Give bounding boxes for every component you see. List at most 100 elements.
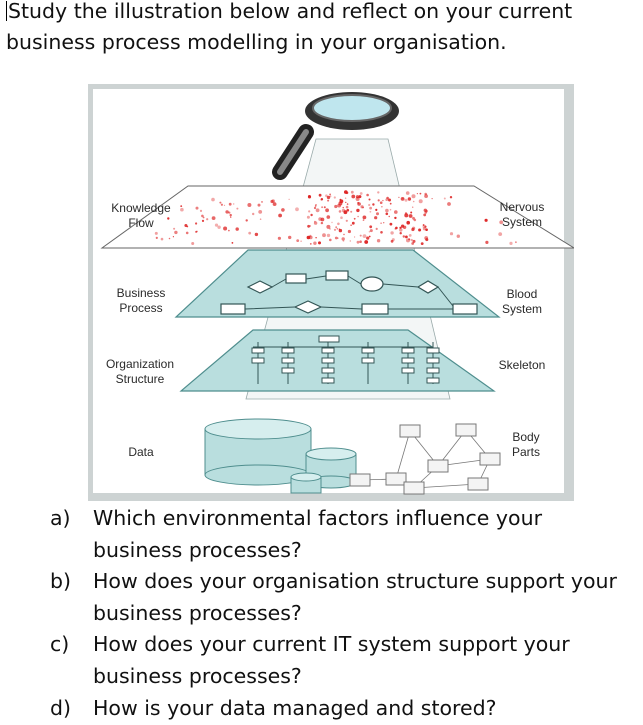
knowledge-dot	[154, 231, 158, 235]
knowledge-dot	[195, 230, 198, 233]
question-text-line-1: How does your current IT system support …	[93, 632, 570, 656]
knowledge-dot	[390, 239, 394, 243]
knowledge-dot	[358, 195, 362, 199]
knowledge-dot	[362, 234, 367, 239]
knowledge-dot	[329, 228, 331, 230]
knowledge-dot	[307, 224, 310, 228]
question-letter: b)	[50, 569, 72, 593]
knowledge-dot	[424, 192, 428, 196]
knowledge-dot	[359, 234, 362, 237]
knowledge-dot	[376, 212, 379, 216]
knowledge-dot	[325, 208, 329, 213]
org-node	[281, 357, 295, 364]
knowledge-dot	[338, 210, 342, 213]
knowledge-dot	[277, 236, 281, 240]
knowledge-dot	[408, 214, 413, 218]
body-part-node	[385, 472, 407, 486]
knowledge-dot	[449, 196, 453, 199]
knowledge-dot	[408, 238, 411, 241]
knowledge-dot	[369, 229, 373, 233]
label-blood-system: Blood System	[501, 287, 542, 316]
knowledge-dot	[308, 195, 311, 198]
knowledge-dot	[325, 194, 328, 197]
knowledge-dot	[350, 190, 354, 194]
question-text-line-1: How is your data managed and stored?	[93, 696, 497, 720]
knowledge-dot	[323, 206, 326, 209]
knowledge-dot	[318, 241, 321, 245]
body-part-node	[427, 459, 449, 473]
knowledge-dot	[425, 209, 428, 213]
knowledge-dot	[357, 201, 360, 204]
knowledge-dot	[309, 243, 312, 245]
knowledge-dot	[509, 241, 513, 245]
knowledge-dot	[351, 194, 356, 199]
knowledge-dot	[338, 228, 343, 233]
knowledge-dot	[362, 219, 365, 221]
knowledge-flow-plane	[100, 185, 574, 249]
body-part-node	[399, 424, 421, 438]
org-node	[321, 357, 335, 364]
knowledge-dot	[195, 222, 198, 225]
knowledge-dot	[342, 240, 345, 242]
knowledge-dot	[160, 237, 164, 241]
knowledge-dot	[424, 236, 429, 240]
body-part-node	[349, 473, 371, 487]
knowledge-dot	[394, 227, 397, 230]
intro-text: Study the illustration below and reflect…	[6, 0, 636, 58]
org-node	[281, 367, 295, 374]
knowledge-dot	[228, 202, 232, 206]
knowledge-dot	[412, 239, 416, 243]
knowledge-dot	[386, 196, 389, 200]
knowledge-dot	[398, 196, 400, 199]
knowledge-dot	[254, 232, 259, 237]
knowledge-dot	[422, 224, 425, 226]
intro-line-1: Study the illustration below and reflect…	[6, 0, 573, 23]
knowledge-dot	[326, 215, 331, 219]
knowledge-dot	[334, 236, 338, 240]
knowledge-dot	[412, 206, 414, 208]
knowledge-dot	[372, 203, 375, 206]
question-letter: d)	[50, 696, 72, 720]
org-node	[251, 347, 265, 354]
illustration-art	[100, 92, 574, 495]
knowledge-dot	[389, 202, 392, 205]
knowledge-dot	[410, 238, 413, 242]
label-data: Data	[128, 445, 154, 459]
knowledge-dot	[422, 224, 427, 229]
knowledge-dot	[364, 240, 369, 244]
knowledge-dot	[257, 203, 261, 207]
knowledge-dot	[259, 218, 262, 220]
knowledge-dot	[340, 216, 343, 219]
label-business-process: Business Process	[116, 286, 166, 315]
org-node	[361, 347, 375, 354]
label-organization-structure: Organization Structure	[105, 357, 175, 386]
knowledge-dot	[353, 217, 356, 220]
knowledge-flow-dots	[154, 190, 517, 246]
knowledge-dot	[347, 229, 351, 234]
org-node	[426, 367, 440, 374]
knowledge-dot	[180, 207, 184, 212]
knowledge-dot	[399, 228, 403, 232]
knowledge-dot	[206, 218, 209, 221]
org-node	[426, 357, 440, 364]
knowledge-dot	[402, 225, 407, 229]
knowledge-dot	[356, 240, 360, 244]
org-node	[321, 367, 335, 374]
knowledge-dot	[369, 225, 373, 229]
knowledge-dot	[394, 216, 397, 220]
process-box	[452, 303, 478, 315]
org-node	[321, 377, 335, 384]
knowledge-dot	[399, 226, 402, 229]
knowledge-dot	[225, 210, 229, 214]
knowledge-dot	[320, 198, 324, 201]
process-box	[361, 303, 389, 315]
org-node	[361, 357, 375, 364]
knowledge-dot	[211, 197, 215, 202]
network-edge	[413, 483, 479, 489]
knowledge-dot	[350, 210, 353, 213]
knowledge-dot	[321, 206, 323, 209]
knowledge-dot	[368, 235, 371, 238]
knowledge-dot	[329, 238, 332, 242]
knowledge-dot	[345, 205, 349, 209]
org-node	[251, 357, 265, 364]
